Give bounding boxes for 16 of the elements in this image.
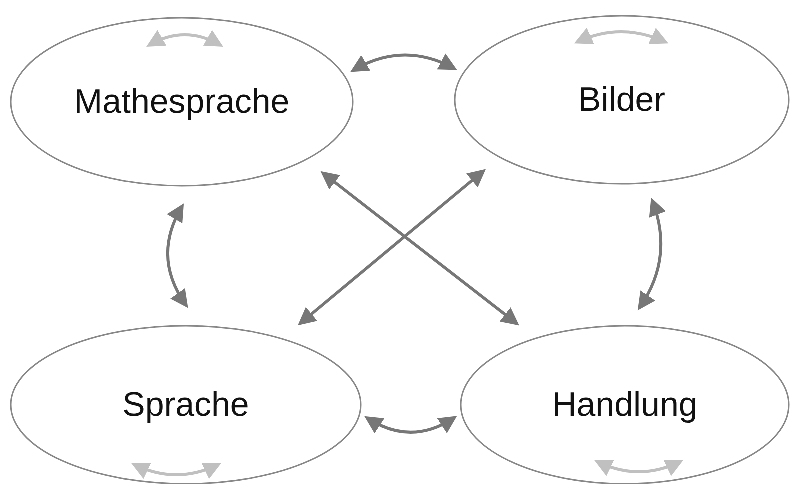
double-arrow: [298, 169, 486, 326]
double-arrow: [574, 28, 669, 45]
double-arrow: [146, 30, 224, 47]
double-arrow: [166, 203, 188, 308]
double-arrow: [364, 416, 458, 434]
double-arrow: [131, 462, 222, 479]
double-arrow: [638, 198, 666, 311]
node-label: Sprache: [122, 386, 250, 424]
node-label: Handlung: [552, 386, 698, 424]
node-label: Bilder: [578, 80, 666, 120]
double-arrow: [594, 460, 684, 476]
ellipse-node: [454, 15, 790, 185]
ellipse-node: [10, 17, 354, 187]
node-label: Mathesprache: [74, 82, 290, 122]
double-arrow: [350, 54, 458, 72]
double-arrow: [320, 171, 520, 326]
